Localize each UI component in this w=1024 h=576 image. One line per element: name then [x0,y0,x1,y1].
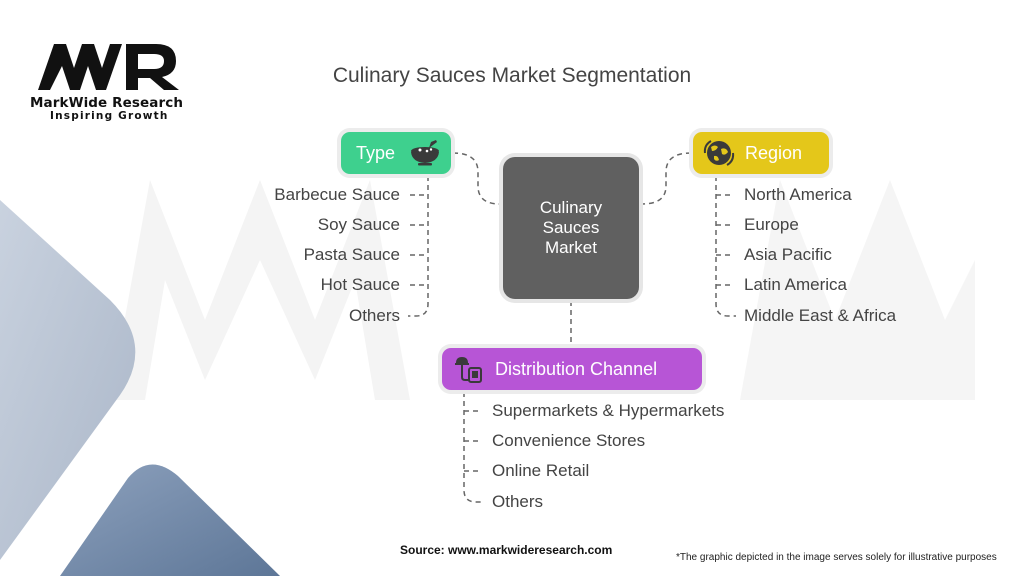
region-item: Asia Pacific [744,245,832,264]
region-category-pill: Region [693,132,829,174]
type-branches [410,194,428,286]
type-item: Pasta Sauce [303,245,400,264]
diagram-title: Culinary Sauces Market Segmentation [332,64,692,87]
region-item: Latin America [744,275,847,294]
connector-region-center [641,152,692,205]
logo-mark [38,44,179,90]
type-item: Hot Sauce [320,275,400,294]
company-logo: MarkWide Research Inspiring Growth [30,38,200,122]
type-item: Others [348,306,400,325]
region-item: North America [744,185,852,204]
decor-shape-bottom [60,464,280,576]
type-category-pill: Type [341,132,451,174]
watermark-logo [110,180,410,400]
type-label: Type [356,142,396,163]
region-item: Middle East & Africa [744,306,897,325]
region-label: Region [745,142,803,163]
connector-type-center [452,152,501,205]
disclaimer-note: *The graphic depicted in the image serve… [676,552,997,563]
central-market-box: Culinary Sauces Market [503,157,639,299]
distribution-item: Supermarkets & Hypermarkets [492,401,725,420]
watermark-logo-right [740,180,975,400]
distribution-item: Convenience Stores [492,431,646,450]
globe-icon [703,140,735,166]
region-branches [716,194,734,286]
region-item: Europe [744,215,799,234]
logo-name: MarkWide Research [30,95,184,111]
distribution-tree [463,392,484,503]
distribution-item: Online Retail [492,461,590,480]
distribution-label: Distribution Channel [495,358,658,379]
type-tree [408,176,429,317]
decor-shape-top [0,200,136,560]
food-bowl-icon [411,140,440,166]
region-tree [715,176,736,317]
type-item: Barbecue Sauce [274,185,400,204]
distribution-item: Others [492,492,544,511]
source-credit: Source: www.markwideresearch.com [400,543,613,557]
type-item: Soy Sauce [317,215,400,234]
central-market-label: Culinary Sauces Market [539,198,603,257]
distribution-category-pill: Distribution Channel [442,348,702,390]
delivery-icon [455,357,482,383]
distribution-branches [464,410,482,472]
logo-tagline: Inspiring Growth [50,110,169,122]
